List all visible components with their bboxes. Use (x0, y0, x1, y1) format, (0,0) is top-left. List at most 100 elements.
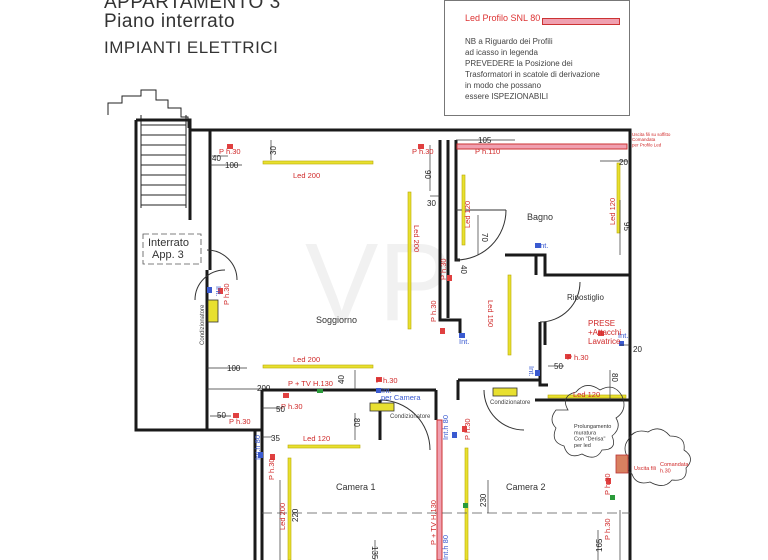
room-app3: App. 3 (152, 249, 184, 261)
title-piano-interrato: Piano interrato (104, 11, 236, 32)
tv-markers (317, 389, 615, 508)
dim-80-cam: 80 (352, 418, 361, 427)
dim-20-rip: 20 (633, 345, 642, 354)
led-label-120-camera: Led 120 (303, 434, 330, 443)
switch-label-int-per-camera: Int. (527, 366, 536, 376)
socket-label-2: P h.30 (412, 147, 434, 156)
socket-label-tv: P + TV H.130 (288, 379, 333, 388)
dim-135: 135 (370, 546, 379, 560)
legend-led-swatch (542, 18, 620, 25)
dim-105: 105 (478, 136, 492, 145)
switch-label-h80-c: Int.h 80 (441, 535, 450, 560)
led-label-200-top: Led 200 (293, 171, 320, 180)
conditioner-labels: Condizionatore Condizionatore Condiziona… (200, 304, 531, 420)
socket-labels: P h.30 P h.30 P h.30 P h.30 P h.30 P h.3… (219, 147, 612, 545)
switch-label-h80-a: Int.h 80 (441, 415, 450, 440)
socket-label-5: P h.30 (439, 258, 448, 280)
dim-70: 70 (480, 233, 489, 242)
switch-label-soggiorno-left: Int. (214, 286, 223, 296)
socket-markers (218, 144, 611, 484)
annotation-cloud-2 (624, 428, 691, 486)
led-label-120-ripostiglio: Led 120 (573, 390, 600, 399)
socket-label-9: P h.30 (267, 458, 276, 480)
switch-labels: Int. Int. Int. Int. Int. per Camera Int.… (214, 241, 628, 560)
watermark: VP (305, 221, 452, 344)
legend-box: Led Profilo SNL 80 NB a Riguardo dei Pro… (444, 0, 630, 116)
led-strip-pink (456, 143, 628, 150)
switch-label-bagno: Int. (538, 241, 548, 250)
dim-100-mid: 100 (227, 364, 241, 373)
led-label-120-bagno-right: Led 120 (608, 198, 617, 225)
socket-label-camera2: P h.30 (463, 418, 472, 440)
room-camera-2: Camera 2 (506, 482, 546, 492)
led-label-200-camera: Led 200 (278, 503, 287, 530)
led-label-200-vertical: Led 200 (412, 225, 421, 252)
socket-label-3: P h.30 (222, 283, 231, 305)
room-bagno: Bagno (527, 212, 553, 222)
dimension-lines (207, 139, 630, 560)
prese-line-1: PRESE (588, 319, 615, 328)
switch-label-camera: Int. (381, 386, 391, 395)
switch-label-ripostiglio: Int. (618, 331, 628, 340)
dim-40: 40 (212, 154, 221, 163)
dim-35: 35 (271, 434, 280, 443)
dim-40-mid: 40 (337, 375, 346, 384)
prese-annotation: PRESE +Attacchi Lavatrice (588, 319, 621, 346)
room-labels: Soggiorno Bagno Ripostiglio Camera 1 Cam… (148, 212, 604, 492)
socket-label-4: P h.30 (429, 300, 438, 322)
led-label-200-mid: Led 200 (293, 355, 320, 364)
switch-markers (207, 243, 624, 458)
title-impianti-elettrici: IMPIANTI ELETTRICI (104, 38, 279, 57)
prese-line-2: +Attacchi (588, 328, 621, 337)
dim-20-top: 20 (619, 158, 628, 167)
led-label-120-bagno-left: Led 120 (463, 201, 472, 228)
legend-led-label: Led Profilo SNL 80 (465, 13, 541, 23)
dim-50-left: 50 (217, 411, 226, 420)
dim-220: 220 (291, 508, 300, 522)
dim-165: 165 (595, 538, 604, 552)
room-camera-1: Camera 1 (336, 482, 376, 492)
conditioner-label-3: Condizionatore (490, 400, 531, 406)
dim-100: 100 (225, 161, 239, 170)
switch-label-soggiorno-right: Int. (459, 337, 469, 346)
hatched-extension (615, 454, 629, 474)
conditioner-label-1: Condizionatore (200, 304, 206, 345)
dim-95: 95 (622, 222, 631, 231)
socket-label-ripostiglio: P h.30 (567, 353, 589, 362)
switch-label-per-camera: per Camera (381, 393, 421, 402)
dim-90: 90 (423, 170, 432, 179)
room-soggiorno: Soggiorno (316, 315, 357, 325)
led-label-150: Led 150 (486, 300, 495, 327)
socket-label-entrance: P h.30 (603, 473, 612, 495)
stairs (107, 89, 189, 208)
socket-label-8: P h.30 (229, 417, 251, 426)
socket-label-7: P h.30 (281, 402, 303, 411)
annotation-cloud (551, 385, 625, 458)
prese-line-3: Lavatrice (588, 337, 621, 346)
dim-50-cam: 50 (276, 405, 285, 414)
socket-label-110: P h.110 (475, 147, 500, 156)
conditioner-units (207, 299, 518, 412)
led-labels: Led 200 Led 200 Led 200 Led 150 Led 120 … (278, 171, 617, 530)
dim-30-mid: 30 (427, 199, 436, 208)
room-interrato: Interrato (148, 237, 189, 249)
led-strip-pink-vertical (436, 419, 443, 560)
dim-30-top: 30 (269, 146, 278, 155)
interrato-box (142, 233, 202, 265)
dim-40-bagno: 40 (459, 265, 468, 274)
dim-50-rip: 50 (554, 362, 563, 371)
room-ripostiglio: Ripostiglio (567, 293, 604, 302)
socket-label-camera1: P h.30 (603, 518, 612, 540)
switch-label-h80-b: Int.h 80 (253, 435, 262, 460)
dim-230: 230 (479, 493, 488, 507)
dimension-labels: 105 40 100 30 90 30 20 70 95 40 100 200 … (212, 136, 642, 560)
title-appartamento: APPARTAMENTO 3 (104, 0, 281, 13)
legend-note: NB a Riguardo dei Profili ad icasso in l… (465, 37, 600, 101)
socket-label-tv-vertical: P + TV H.130 (429, 500, 438, 545)
socket-label-6: P h.30 (376, 376, 398, 385)
